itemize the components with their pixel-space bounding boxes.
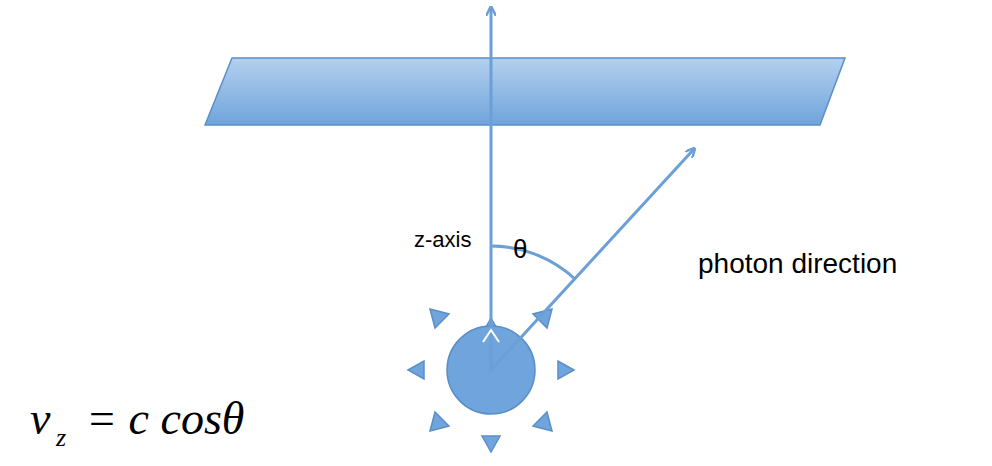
photon-arrow — [491, 149, 694, 370]
direction-label: photon direction — [698, 250, 897, 278]
z-axis-tick — [483, 330, 499, 342]
theta-arc — [491, 246, 575, 279]
formula-expression: = c cosθ — [86, 396, 244, 442]
detector-plate — [205, 58, 845, 125]
angle-symbol: θ — [513, 236, 527, 262]
source-rays — [408, 309, 574, 452]
axis-label: z-axis — [414, 229, 471, 251]
formula-variable: v — [30, 396, 50, 442]
z-axis-arrow — [490, 8, 493, 370]
z-axis-base — [490, 334, 493, 372]
formula-subscript: z — [56, 425, 66, 451]
